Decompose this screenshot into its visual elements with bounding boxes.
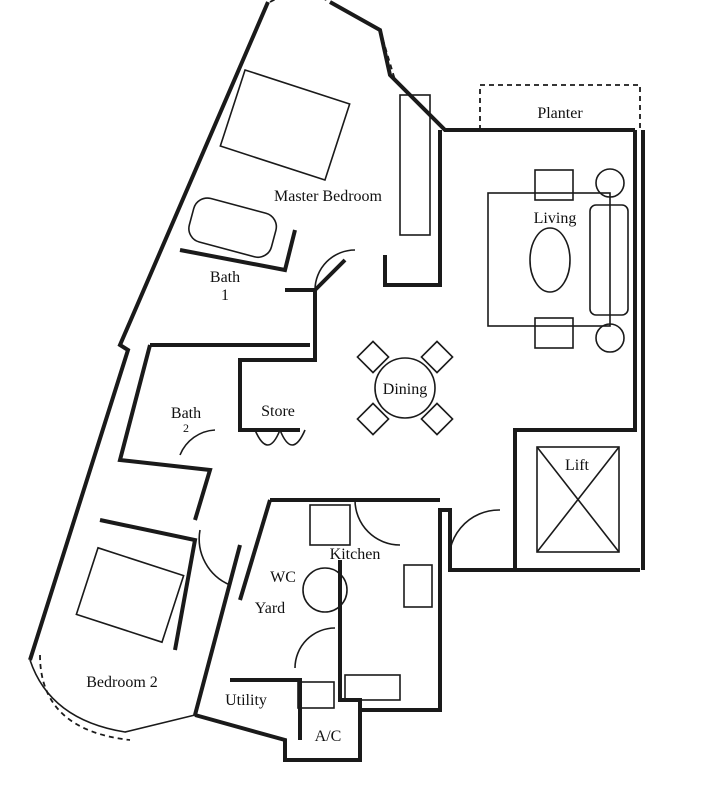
- label-living: Living: [534, 210, 577, 227]
- sofa: [589, 204, 629, 316]
- door-swing: [179, 429, 216, 456]
- dining-chair: [356, 340, 390, 374]
- armchair-top: [534, 169, 574, 201]
- door-swing: [354, 499, 401, 546]
- label-kitchen: Kitchen: [330, 546, 381, 563]
- stove: [403, 564, 433, 608]
- label-lift: Lift: [565, 457, 590, 474]
- lift-shaft: [536, 446, 620, 553]
- dining-chair: [356, 402, 390, 436]
- bed-2: [75, 546, 185, 644]
- door-swing: [448, 509, 501, 571]
- fridge: [309, 504, 351, 546]
- door-swing: [294, 627, 336, 669]
- coffee-table: [529, 227, 571, 293]
- armchair-bottom: [534, 317, 574, 349]
- exterior-walls: [28, 0, 645, 762]
- wardrobe: [399, 94, 431, 236]
- ac-unit: [297, 681, 335, 709]
- door-swing: [314, 249, 356, 291]
- label-bath-1-number: 1: [221, 287, 229, 304]
- label-store: Store: [261, 403, 295, 420]
- living-rug: [487, 192, 611, 327]
- dining-chair: [420, 340, 454, 374]
- label-master-bedroom: Master Bedroom: [274, 188, 383, 205]
- interior-walls: [99, 130, 442, 740]
- dining-chair: [420, 402, 454, 436]
- dining-table: [374, 357, 436, 419]
- label-wc: WC: [270, 569, 296, 586]
- door-swing: [198, 529, 231, 586]
- room-labels: Planter Master Bedroom Living Bath 1 Din…: [86, 105, 589, 745]
- master-bed: [219, 68, 351, 182]
- label-bath-1: Bath: [210, 269, 240, 286]
- label-bath-2: Bath: [171, 405, 201, 422]
- label-yard: Yard: [255, 600, 285, 617]
- label-bedroom-2: Bedroom 2: [86, 674, 158, 691]
- lamp-icon: [595, 323, 625, 353]
- bathtub: [188, 197, 278, 259]
- label-planter: Planter: [537, 105, 583, 122]
- sink: [344, 674, 401, 701]
- label-bath-2-number: 2: [183, 421, 189, 435]
- label-ac: A/C: [315, 728, 342, 745]
- lamp-icon: [595, 168, 625, 198]
- label-dining: Dining: [383, 381, 427, 398]
- store-doors: [254, 427, 306, 446]
- washer: [302, 567, 348, 613]
- fixtures: [75, 68, 629, 709]
- label-utility: Utility: [225, 692, 267, 709]
